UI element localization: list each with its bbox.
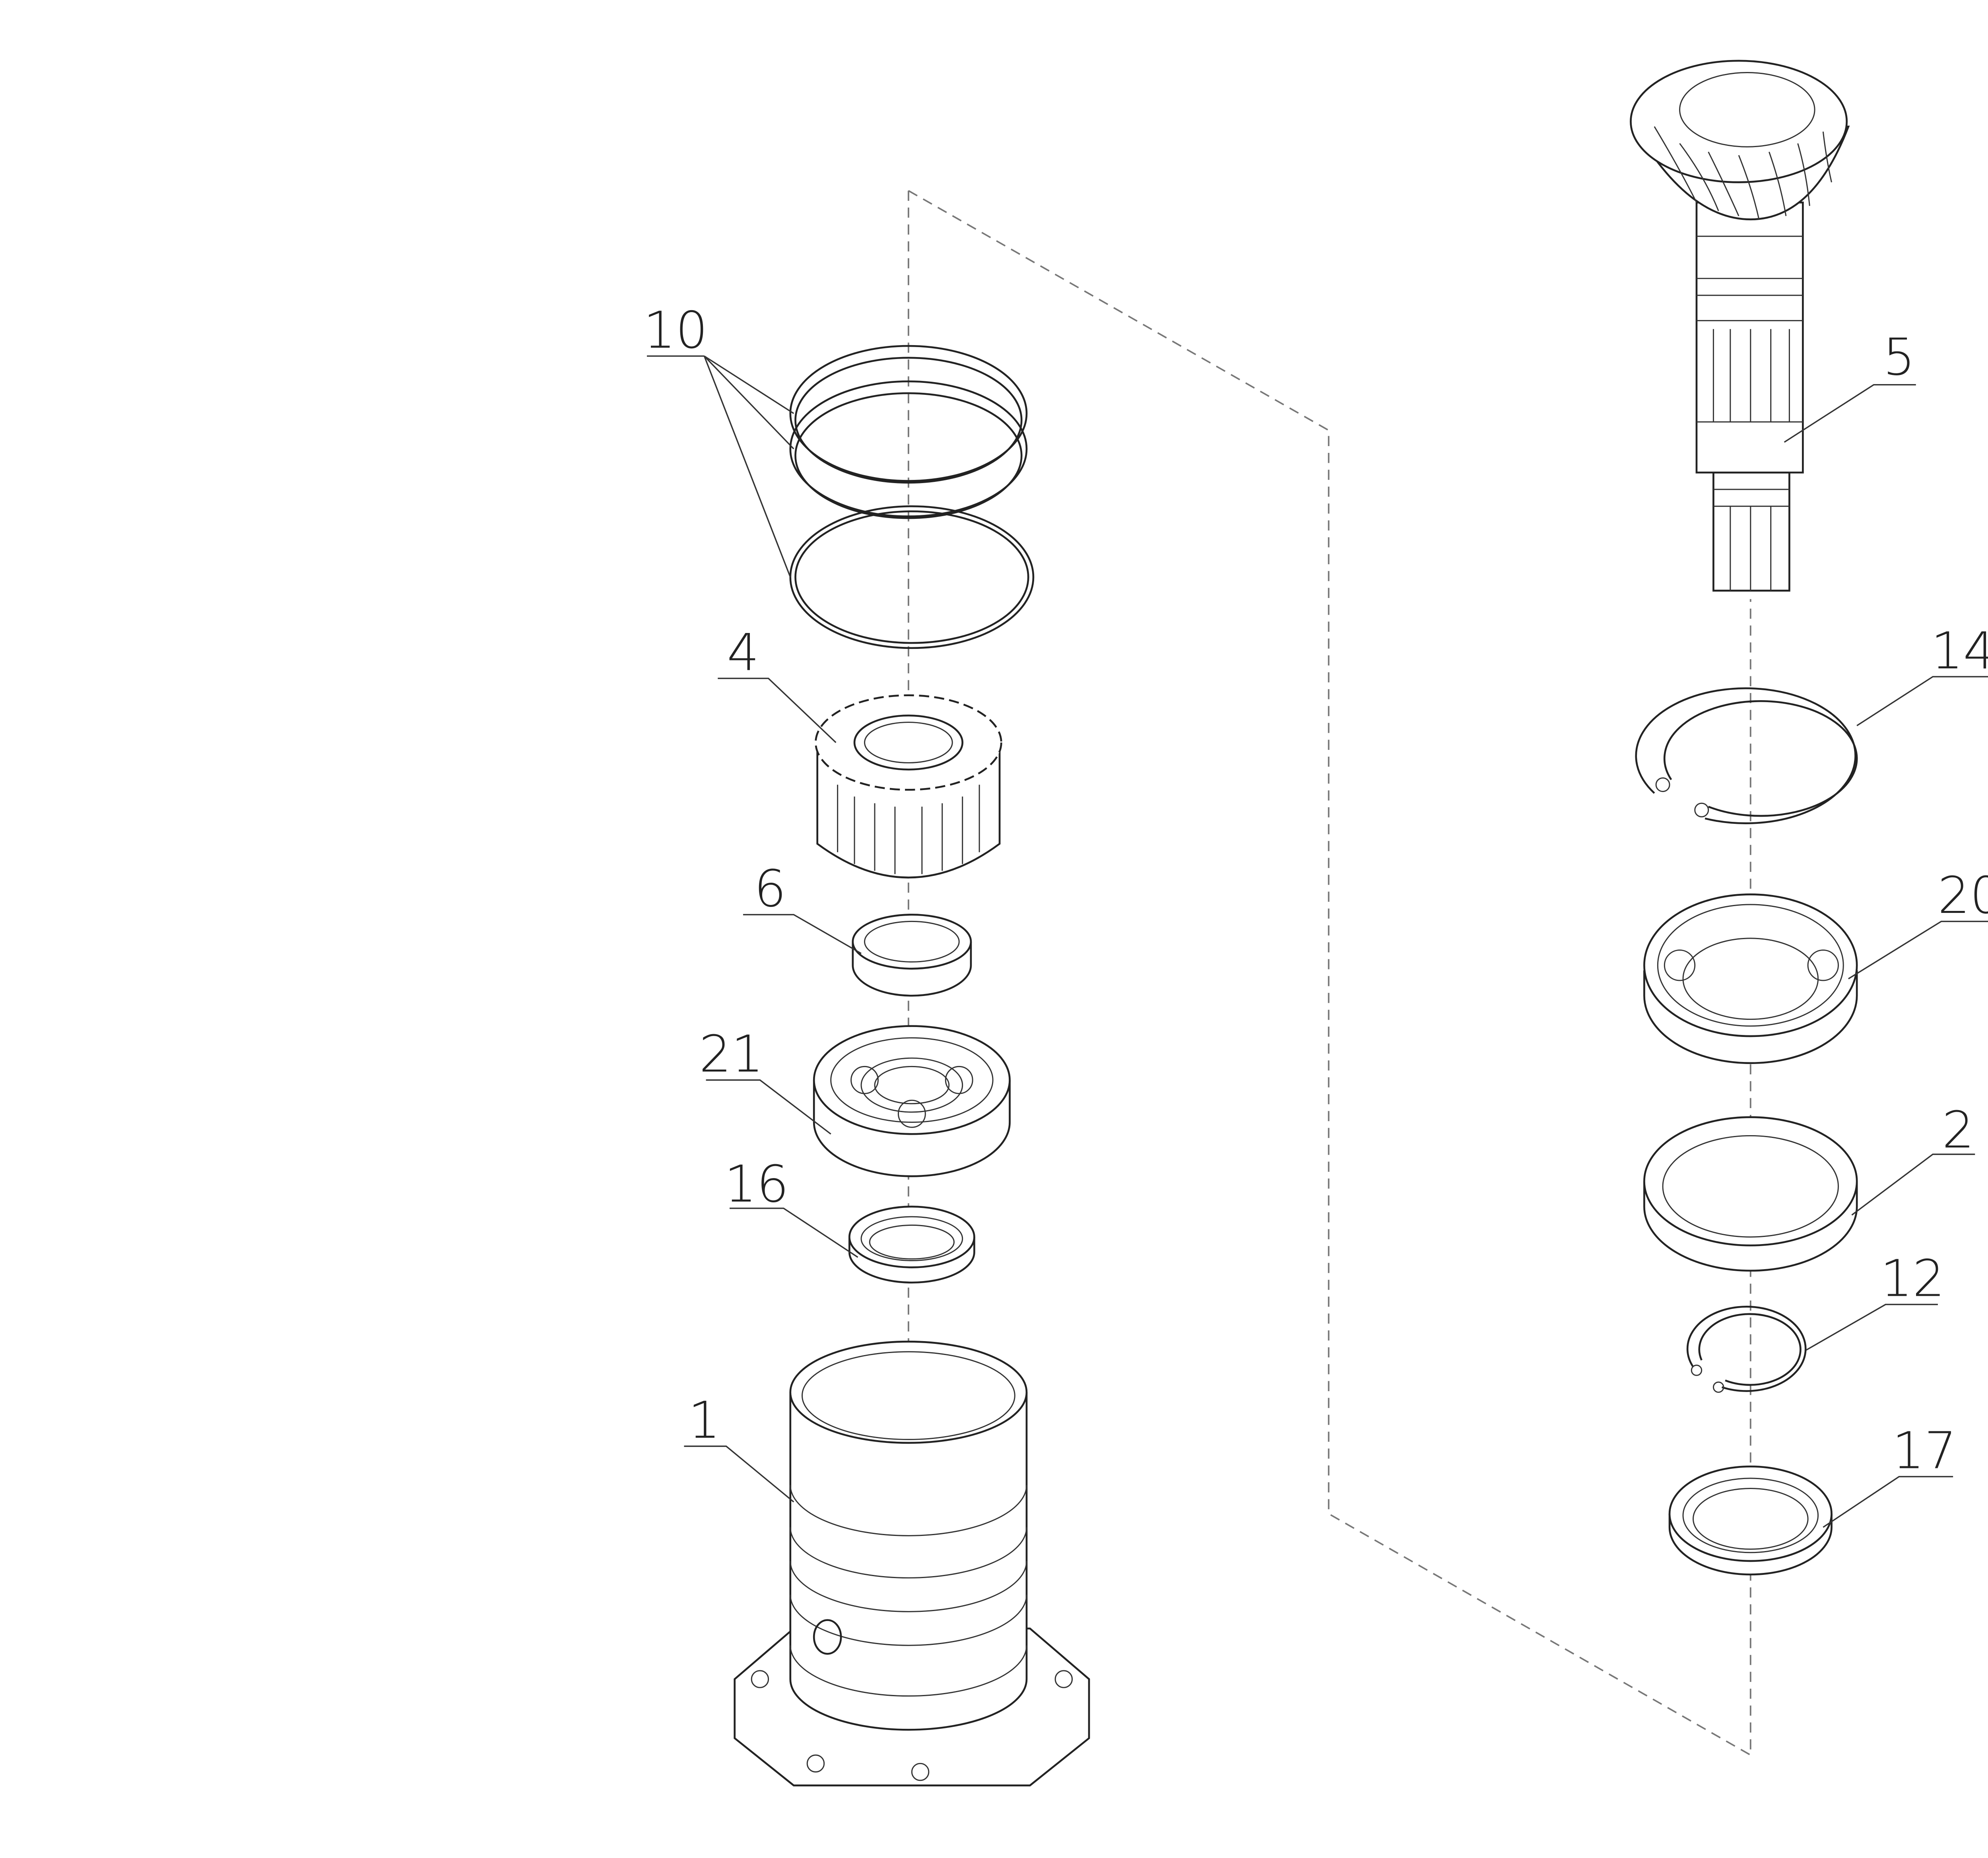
- callout-21: 21: [699, 1025, 831, 1135]
- callout-label: 12: [1880, 1250, 1945, 1309]
- callout-label: 14: [1931, 622, 1988, 681]
- part-21-ball-bearing: [813, 1025, 1011, 1177]
- part-4-gear: [815, 694, 1002, 879]
- callout-16: 16: [724, 1155, 858, 1258]
- part-6-bushing: [852, 914, 972, 997]
- callout-2: 2: [1851, 1101, 1975, 1216]
- callout-label: 5: [1883, 328, 1915, 387]
- assembly-path-line: [908, 190, 1751, 1757]
- callout-4: 4: [718, 623, 837, 743]
- callout-20: 20: [1848, 866, 1988, 980]
- callout-label: 17: [1892, 1422, 1957, 1481]
- part-5-pinion-shaft: [1630, 60, 1850, 592]
- callout-17: 17: [1823, 1422, 1957, 1528]
- callout-6: 6: [743, 860, 862, 954]
- callout-12: 12: [1806, 1250, 1945, 1351]
- callout-label: 2: [1942, 1101, 1974, 1160]
- callout-label: 1: [688, 1391, 720, 1450]
- callout-label: 20: [1938, 866, 1988, 925]
- part-17-seal: [1668, 1465, 1833, 1576]
- part-20-bearing: [1643, 893, 1858, 1064]
- callout-label: 10: [643, 301, 708, 360]
- callout-label: 4: [727, 623, 759, 682]
- callout-10: 10: [643, 301, 794, 578]
- part-12-circlip: [1686, 1306, 1807, 1393]
- callout-5: 5: [1784, 328, 1916, 443]
- part-14-circlip: [1635, 687, 1858, 824]
- part-2-ring: [1643, 1116, 1858, 1272]
- part-10-rings: [789, 345, 1035, 649]
- callout-label: 16: [724, 1155, 789, 1214]
- part-1-housing: [734, 1340, 1090, 1786]
- callout-1: 1: [684, 1391, 794, 1503]
- callout-label: 21: [699, 1025, 763, 1084]
- callout-label: 6: [754, 860, 786, 918]
- callout-14: 14: [1856, 622, 1988, 726]
- part-16-seal: [848, 1206, 975, 1284]
